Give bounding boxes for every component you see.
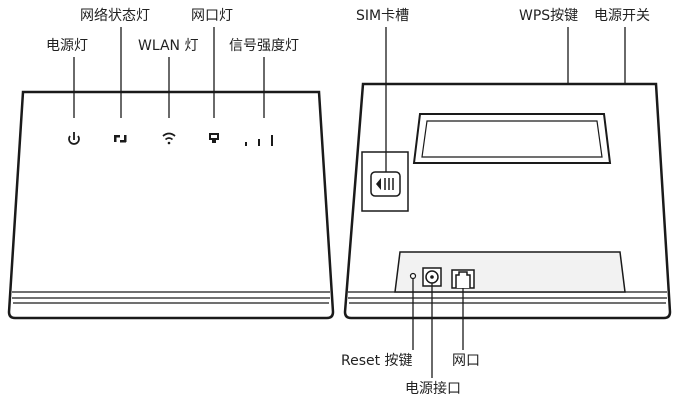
sim-slot-label: SIM卡槽: [356, 8, 410, 24]
front-router-body: [7, 90, 335, 320]
wlan-led-label: WLAN 灯: [138, 38, 199, 54]
network-status-icon: [114, 135, 127, 143]
power-switch-label: 电源开关: [594, 8, 650, 24]
power-port-label: 电源接口: [405, 381, 461, 397]
wps-button-label: WPS按键: [519, 8, 579, 24]
front-leader-lines: [73, 27, 265, 118]
power-port: [422, 267, 442, 287]
back-leader-lines: [385, 27, 626, 378]
reset-button-label: Reset 按键: [341, 353, 413, 369]
signal-strength-icon: [245, 135, 273, 146]
lan-port-label: 网口: [452, 353, 480, 369]
lan-led-label: 网口灯: [191, 8, 233, 24]
sim-slot-panel: [361, 151, 409, 212]
power-icon: [68, 132, 80, 145]
reset-hole: [409, 272, 417, 280]
lan-port-icon: [209, 133, 219, 143]
wlan-icon: [162, 132, 176, 145]
network-status-led-label: 网络状态灯: [80, 8, 150, 24]
power-led-label: 电源灯: [46, 38, 88, 54]
signal-led-label: 信号强度灯: [229, 38, 299, 54]
lan-port: [451, 269, 475, 289]
front-router-base: [12, 291, 330, 304]
handle-recess: [412, 113, 612, 164]
